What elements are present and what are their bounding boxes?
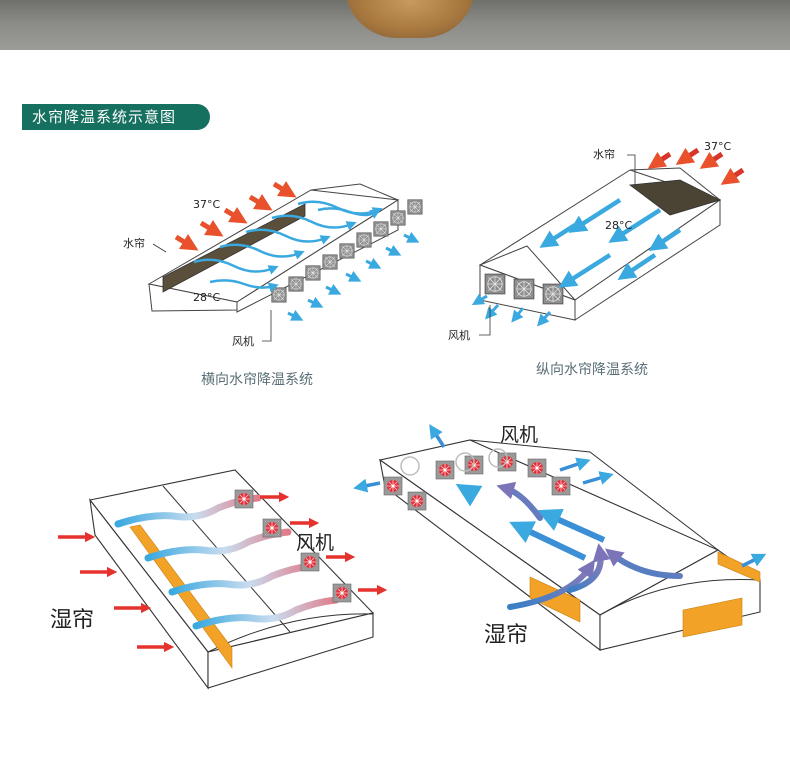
side-pad-label: 湿帘 xyxy=(50,608,94,633)
side-pad-inlet-arrows xyxy=(58,531,175,653)
lateral-system-diagram: 37°C 28°C 水帘 风机 横向水帘降温系统 xyxy=(123,180,423,388)
header-photo-strip xyxy=(0,0,790,50)
longitudinal-temp-hot: 37°C xyxy=(704,140,731,153)
tunnel-wet-pad-right xyxy=(682,597,743,638)
lateral-exhaust-arrows xyxy=(287,231,420,321)
tunnel-diagram: 风机 湿帘 xyxy=(353,424,767,652)
tunnel-exhaust-arrows xyxy=(353,424,767,568)
lateral-hot-air-arrows xyxy=(174,180,297,251)
longitudinal-fan-pointer xyxy=(479,305,491,336)
lateral-temp-cool: 28°C xyxy=(193,291,220,304)
longitudinal-curtain-label: 水帘 xyxy=(593,147,615,161)
side-wet-pad xyxy=(129,524,233,669)
tunnel-pad-label: 湿帘 xyxy=(484,623,528,648)
lateral-caption: 横向水帘降温系统 xyxy=(201,372,313,388)
longitudinal-hot-air-arrows xyxy=(647,147,745,185)
tunnel-airflow-arrows xyxy=(455,483,606,561)
side-fan-exhaust-arrows xyxy=(260,491,388,596)
longitudinal-water-curtain xyxy=(628,179,722,216)
longitudinal-exhaust-arrows xyxy=(471,293,552,327)
tunnel-fan-rings xyxy=(400,448,508,476)
longitudinal-caption: 纵向水帘降温系统 xyxy=(536,362,648,378)
lateral-temp-hot: 37°C xyxy=(193,198,220,211)
section-title-badge: 水帘降温系统示意图 xyxy=(22,104,210,130)
longitudinal-curtain-pointer xyxy=(627,154,636,185)
longitudinal-temp-cool: 28°C xyxy=(605,219,632,232)
side-pad-diagram: 风机 湿帘 xyxy=(50,469,388,690)
lateral-fan-label: 风机 xyxy=(232,334,254,348)
lateral-airflow-curves xyxy=(193,200,383,293)
tunnel-curved-inflows xyxy=(496,481,683,610)
tunnel-fan-label: 风机 xyxy=(500,424,538,446)
curtain-pointer-line xyxy=(152,243,167,253)
lateral-curtain-label: 水帘 xyxy=(123,236,145,250)
side-fan-label: 风机 xyxy=(296,532,334,554)
longitudinal-airflow-arrows xyxy=(539,198,682,288)
longitudinal-system-diagram: 37°C 28°C 水帘 风机 纵向水帘降温系统 xyxy=(448,140,745,378)
longitudinal-fan-label: 风机 xyxy=(448,328,470,342)
water-curtain xyxy=(162,203,306,293)
fan-pointer-line xyxy=(262,310,272,342)
